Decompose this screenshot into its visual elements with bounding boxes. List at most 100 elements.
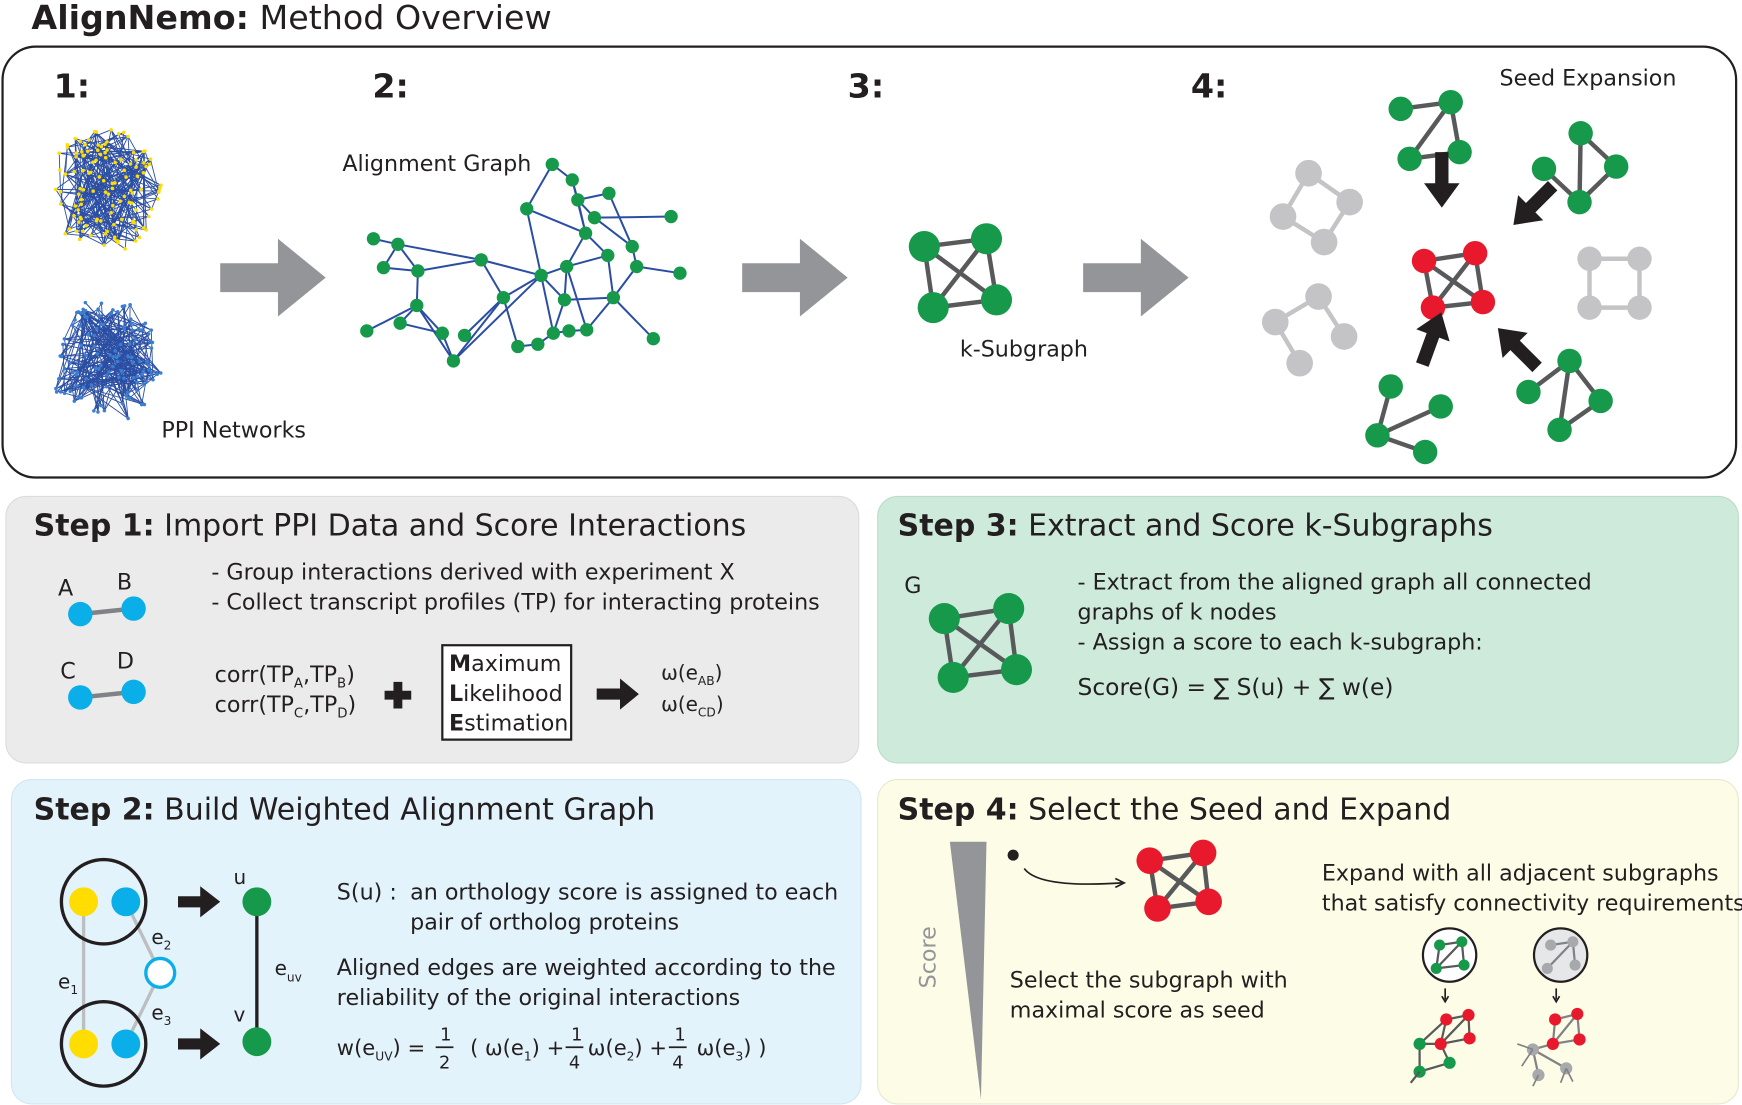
network-node	[78, 186, 82, 191]
network-node	[112, 237, 117, 241]
network-edge	[98, 361, 133, 370]
graph-node	[1434, 1037, 1447, 1051]
graph-edge	[1559, 1068, 1567, 1084]
graph-node	[1627, 246, 1652, 271]
network-node	[76, 208, 80, 212]
network-node	[67, 227, 72, 231]
network-edge	[55, 310, 86, 389]
fraction-num: 1	[674, 1026, 685, 1046]
network-node	[77, 192, 81, 196]
graph-node	[1470, 289, 1496, 315]
network-node	[136, 327, 141, 332]
seed-expansion-label: Seed Expansion	[1500, 66, 1677, 92]
k-subgraph	[908, 223, 1013, 324]
node-label-v: v	[234, 1003, 246, 1027]
network-node	[72, 169, 77, 174]
graph-node	[1430, 962, 1442, 974]
network-node	[58, 168, 62, 172]
edge-label-e1: e1	[58, 969, 78, 997]
graph-node	[1269, 203, 1297, 230]
node-label-d: D	[117, 649, 134, 675]
graph-node	[1286, 349, 1313, 377]
network-node	[99, 219, 103, 223]
network-node	[92, 344, 97, 349]
network-edge	[83, 386, 129, 419]
network-node	[119, 217, 124, 222]
alignment-construction	[59, 857, 272, 1088]
network-node	[157, 190, 161, 194]
network-node	[62, 391, 67, 396]
network-node	[110, 181, 115, 186]
graph-node	[446, 354, 461, 368]
arrow-inward-icon	[1424, 152, 1460, 208]
network-node	[62, 366, 67, 371]
network-node	[147, 214, 151, 219]
network-node	[92, 409, 96, 413]
network-node	[109, 210, 113, 215]
ppi-network-yellow	[53, 128, 163, 251]
su-label: S(u) :	[337, 880, 397, 906]
graph-g-label: G	[904, 573, 921, 599]
network-node	[131, 219, 136, 223]
graph-node	[937, 661, 969, 693]
graph-node	[366, 232, 381, 246]
graph-edge	[540, 275, 555, 334]
network-node	[142, 402, 147, 407]
network-node	[103, 190, 108, 194]
graph-node	[1462, 1008, 1475, 1022]
graph-node	[121, 596, 146, 621]
graph-node	[1189, 839, 1217, 867]
omega-ab: ω(eAB)	[661, 661, 722, 689]
network-edge	[62, 343, 140, 363]
node-label-c: C	[60, 659, 76, 685]
graph-node	[1330, 323, 1358, 350]
graph-node	[474, 253, 488, 267]
network-edge	[63, 338, 75, 402]
step3-panel	[877, 495, 1739, 764]
network-node	[146, 332, 151, 336]
network-node	[74, 155, 78, 159]
network-node	[127, 200, 132, 205]
network-node	[111, 308, 115, 312]
node-v	[242, 1027, 272, 1057]
network-node	[102, 408, 107, 413]
protein-node-hollow	[144, 956, 177, 989]
graph-node	[1557, 348, 1582, 374]
network-node	[80, 150, 84, 154]
fraction-den: 4	[569, 1053, 580, 1073]
network-node	[88, 233, 93, 238]
network-node	[116, 132, 121, 136]
network-node	[57, 151, 62, 155]
graph-node	[625, 239, 639, 254]
ppi-networks-label: PPI Networks	[161, 418, 306, 444]
protein-node-yellow	[69, 1029, 99, 1059]
graph-node	[496, 290, 511, 305]
mle-line: Estimation	[449, 711, 568, 737]
network-edge	[127, 383, 144, 394]
corr-cd: corr(TPC,TPD)	[215, 692, 357, 722]
arrow-right-icon	[178, 1028, 221, 1060]
network-node	[118, 342, 123, 347]
aligned-text: reliability of the original interactions	[337, 985, 740, 1011]
network-edge	[58, 153, 61, 192]
network-node	[131, 375, 136, 380]
network-node	[122, 327, 127, 331]
network-node	[122, 376, 126, 380]
network-edge	[58, 378, 144, 385]
network-node	[129, 355, 134, 360]
flow-arrows	[220, 238, 1189, 317]
graph-node	[1458, 959, 1470, 971]
network-node	[139, 187, 143, 192]
fraction-den: 4	[672, 1053, 683, 1073]
expand-text: Expand with all adjacent subgraphs	[1322, 861, 1719, 887]
arrow-inward-icon	[1497, 328, 1542, 373]
network-node	[79, 396, 84, 400]
edge-label-e3: e3	[151, 1000, 171, 1028]
network-node	[156, 197, 160, 201]
graph-edge	[1532, 1074, 1540, 1087]
network-node	[141, 149, 146, 154]
network-edge	[100, 365, 105, 411]
network-edge	[73, 154, 101, 216]
step1-title: Step 1: Import PPI Data and Score Intera…	[34, 508, 747, 543]
graph-node	[511, 339, 525, 354]
